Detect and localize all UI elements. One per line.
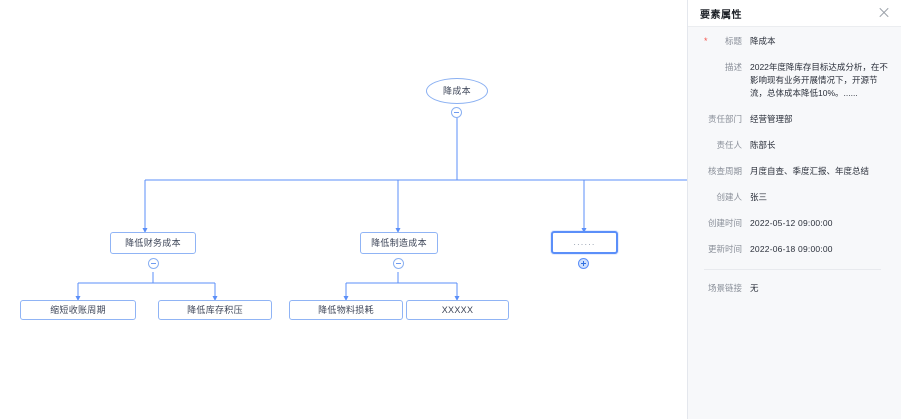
diagram-node-ellipsis[interactable]: ...... (551, 231, 618, 254)
field-label: 场景链接 (707, 283, 742, 293)
field-label: 创建人 (716, 192, 742, 202)
diagram-edges (75, 113, 687, 301)
field-value-description: 2022年度降库存目标达成分析，在不影响现有业务开展情况下，开源节流，总体成本降… (750, 62, 888, 98)
field-value-updated-time: 2022-06-18 09:00:00 (750, 244, 833, 254)
field-label: * 标题 (704, 36, 742, 46)
expand-toggle-ellipsis[interactable] (578, 258, 589, 269)
panel-divider (704, 269, 881, 270)
required-asterisk-icon: * (704, 36, 708, 46)
diagram-node-reduce-manufacturing-cost[interactable]: 降低制造成本 (360, 232, 438, 254)
panel-title: 要素属性 (700, 9, 742, 21)
diagram-canvas[interactable]: 降成本 降低财务成本 降低制造成本 ...... 缩短收账周期 降低库存积压 降… (0, 0, 687, 419)
minus-icon (151, 263, 156, 264)
node-label: 缩短收账周期 (50, 304, 106, 315)
field-value-scene-link: 无 (750, 283, 759, 293)
field-value-owner: 陈部长 (750, 140, 776, 150)
field-row-creator: 创建人 张三 (696, 191, 889, 204)
field-value-title: 降成本 (750, 36, 776, 46)
field-row-created-time: 创建时间 2022-05-12 09:00:00 (696, 217, 889, 230)
field-row-scene-link: 场景链接 无 (696, 282, 889, 295)
field-value-created-time: 2022-05-12 09:00:00 (750, 218, 833, 228)
field-value-creator: 张三 (750, 192, 768, 202)
minus-icon (396, 263, 401, 264)
field-label: 创建时间 (707, 218, 742, 228)
node-label: 降低库存积压 (187, 304, 243, 315)
node-label: 降低财务成本 (125, 237, 181, 248)
collapse-toggle-reduce-finance-cost[interactable] (148, 258, 159, 269)
diagram-node-reduce-finance-cost[interactable]: 降低财务成本 (110, 232, 196, 254)
minus-icon (454, 112, 459, 113)
node-label: 降低制造成本 (371, 237, 427, 248)
diagram-node-xxxxx[interactable]: XXXXX (406, 300, 509, 320)
node-label: 降成本 (443, 85, 471, 96)
collapse-toggle-root[interactable] (451, 107, 462, 118)
field-row-updated-time: 更新时间 2022-06-18 09:00:00 (696, 243, 889, 256)
plus-icon-vertical (583, 261, 584, 266)
field-value-department: 经营管理部 (750, 114, 793, 124)
panel-header: 要素属性 (688, 0, 901, 27)
node-label: 降低物料损耗 (318, 304, 374, 315)
field-row-owner: 责任人 陈部长 (696, 139, 889, 152)
field-row-description: 描述 2022年度降库存目标达成分析，在不影响现有业务开展情况下，开源节流，总体… (696, 61, 889, 100)
node-label: XXXXX (441, 304, 474, 315)
field-row-review-cycle: 核查周期 月度自查、季度汇报、年度总结 (696, 165, 889, 178)
close-icon[interactable] (877, 6, 891, 20)
field-row-department: 责任部门 经营管理部 (696, 113, 889, 126)
diagram-node-reduce-material-loss[interactable]: 降低物料损耗 (289, 300, 403, 320)
diagram-node-reduce-inventory-backlog[interactable]: 降低库存积压 (158, 300, 272, 320)
field-value-review-cycle: 月度自查、季度汇报、年度总结 (750, 166, 870, 176)
field-row-title: * 标题 降成本 (696, 35, 889, 48)
field-label: 核查周期 (707, 166, 742, 176)
field-label: 责任人 (716, 140, 742, 150)
collapse-toggle-reduce-manufacturing-cost[interactable] (393, 258, 404, 269)
diagram-node-root[interactable]: 降成本 (426, 78, 488, 104)
diagram-node-shorten-collection-cycle[interactable]: 缩短收账周期 (20, 300, 136, 320)
field-label: 责任部门 (707, 114, 742, 124)
element-properties-panel: 要素属性 * 标题 降成本 描述 2022年度降库存目标达成分析，在不影响现有业… (687, 0, 901, 419)
panel-body: * 标题 降成本 描述 2022年度降库存目标达成分析，在不影响现有业务开展情况… (688, 27, 901, 295)
node-label: ...... (573, 237, 596, 247)
field-label: 更新时间 (707, 244, 742, 254)
field-label: 描述 (724, 62, 742, 72)
